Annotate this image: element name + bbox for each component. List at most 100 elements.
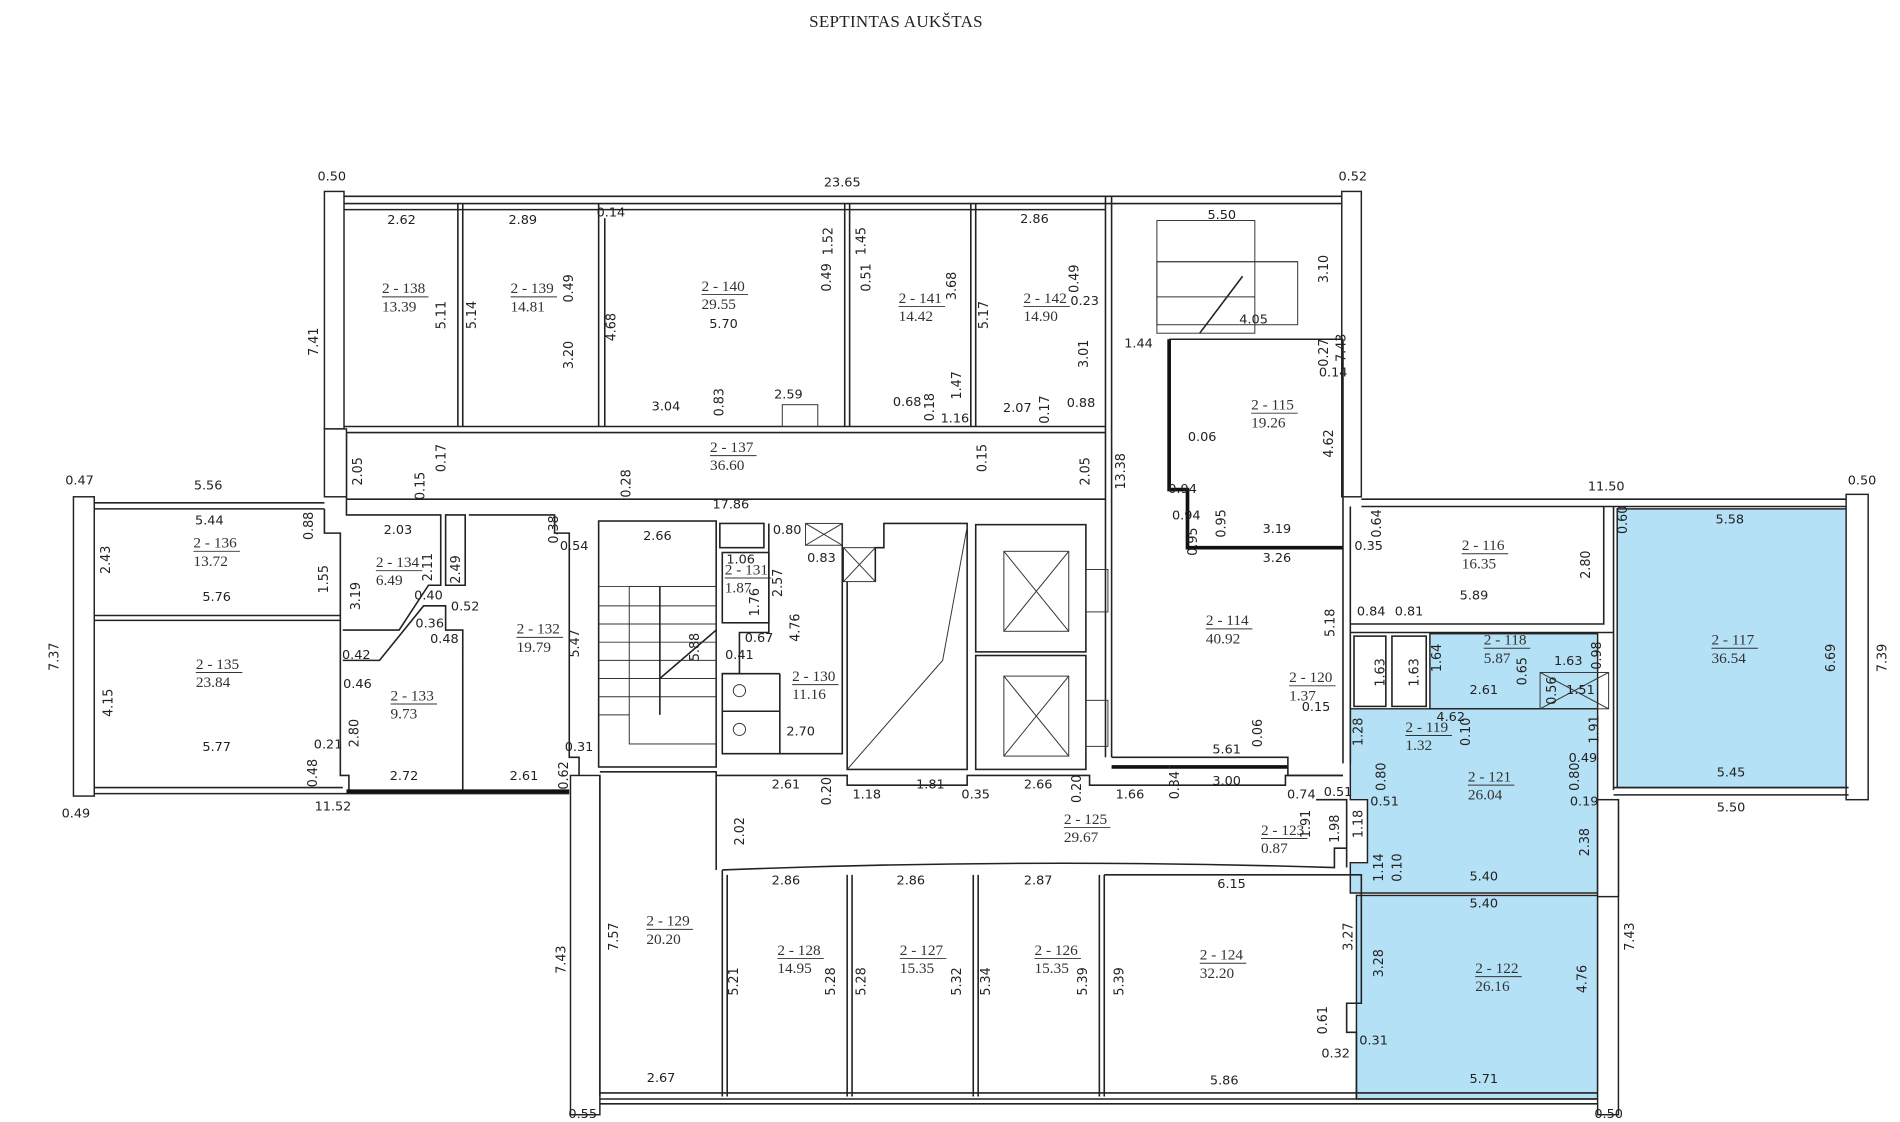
dimension-label: 0.48 <box>430 632 459 647</box>
dimension-label: 2.62 <box>387 213 416 228</box>
room-122-fill <box>1355 894 1599 1100</box>
dimension-label: 5.50 <box>1717 801 1746 816</box>
dimension-label: 1.63 <box>1554 654 1583 669</box>
dimension-label: 3.28 <box>1372 949 1387 977</box>
room-number: 2 - 132 <box>517 621 560 638</box>
dimension-label: 5.32 <box>950 967 965 995</box>
dimension-label: 2.70 <box>786 724 815 739</box>
room-area: 29.67 <box>1064 829 1099 846</box>
column <box>323 190 345 430</box>
dimension-label: 2.61 <box>772 778 801 793</box>
column <box>1341 190 1363 498</box>
dimension-label: 1.51 <box>1566 683 1595 698</box>
room-number: 2 - 119 <box>1405 719 1448 736</box>
room-area: 13.39 <box>382 298 416 315</box>
dimension-label: 5.40 <box>1469 870 1498 885</box>
room-number: 2 - 142 <box>1023 290 1066 307</box>
dimension-label: 0.95 <box>1214 509 1229 537</box>
dimension-label: 0.36 <box>415 617 444 632</box>
dimension-label: 4.76 <box>788 613 803 641</box>
room-number: 2 - 114 <box>1206 612 1249 629</box>
ventilation-shaft-icon <box>805 522 876 583</box>
dimension-label: 0.51 <box>1324 785 1353 800</box>
room-area: 36.54 <box>1711 650 1746 667</box>
room-area: 0.87 <box>1261 840 1288 857</box>
dimension-label: 0.51 <box>859 263 874 291</box>
dimension-label: 0.42 <box>342 648 371 663</box>
room-number: 2 - 121 <box>1468 769 1511 786</box>
dimension-label: 0.34 <box>1168 771 1183 799</box>
dimension-label: 2.86 <box>897 873 926 888</box>
dimension-label: 0.94 <box>1168 482 1197 497</box>
room-area: 23.84 <box>196 674 231 691</box>
dimension-label: 5.70 <box>709 317 738 332</box>
dimension-label: 0.46 <box>343 677 372 692</box>
dimension-label: 0.54 <box>560 539 589 554</box>
dimension-label: 2.86 <box>1020 212 1049 227</box>
dimension-label: 2.89 <box>508 213 537 228</box>
dimension-label: 11.50 <box>1588 480 1625 495</box>
dimension-label: 2.61 <box>510 769 539 784</box>
room-area: 16.35 <box>1462 555 1497 572</box>
room-number: 2 - 137 <box>710 439 754 456</box>
dimension-label: 2.86 <box>772 873 801 888</box>
dimension-label: 2.61 <box>1469 683 1498 698</box>
dimension-label: 3.26 <box>1263 551 1292 566</box>
dimension-label: 0.10 <box>1459 718 1474 746</box>
dimension-label: 0.81 <box>1395 604 1424 619</box>
dimension-label: 7.39 <box>1875 644 1890 672</box>
elevator-icon <box>974 523 1109 771</box>
room-area: 40.92 <box>1206 630 1240 647</box>
dimension-label: 3.01 <box>1077 340 1092 368</box>
room-area: 19.26 <box>1251 415 1286 432</box>
dimension-label: 1.98 <box>1328 815 1343 843</box>
room-number: 2 - 130 <box>792 668 836 685</box>
room-number: 2 - 117 <box>1711 632 1754 649</box>
room-121-fill <box>1349 708 1599 894</box>
dimension-label: 5.14 <box>465 301 480 329</box>
dimension-label: 0.88 <box>302 512 317 540</box>
dimension-label: 1.06 <box>726 552 755 567</box>
dimension-label: 0.68 <box>893 395 922 410</box>
dimension-label: 3.10 <box>1317 255 1332 283</box>
dimension-label: 1.16 <box>941 412 970 427</box>
room-area: 6.49 <box>376 572 403 589</box>
dimension-label: 1.55 <box>317 565 332 593</box>
dimension-label: 13.38 <box>1114 453 1129 489</box>
dimension-label: 0.65 <box>1515 657 1530 685</box>
dimension-label: 1.47 <box>950 371 965 399</box>
room-number: 2 - 141 <box>899 290 942 307</box>
dimension-label: 1.52 <box>821 227 836 255</box>
dimension-label: 0.49 <box>820 263 835 291</box>
dimension-label: 3.19 <box>1263 522 1292 537</box>
room-area: 14.95 <box>777 960 812 977</box>
dimension-label: 1.44 <box>1124 337 1153 352</box>
room-area: 14.81 <box>511 298 545 315</box>
room-area: 1.32 <box>1405 737 1432 754</box>
dimension-label: 2.05 <box>1078 457 1093 485</box>
dimension-label: 2.05 <box>351 457 366 485</box>
toilet-icon <box>732 684 747 698</box>
room-area: 20.20 <box>646 931 681 948</box>
room-area: 32.20 <box>1200 965 1235 982</box>
dimension-label: 0.49 <box>62 807 91 822</box>
dimension-label: 0.83 <box>712 388 727 416</box>
room-number: 2 - 129 <box>646 913 689 930</box>
dimension-label: 1.63 <box>1408 658 1423 686</box>
dimension-label: 5.34 <box>979 967 994 995</box>
dimension-label: 0.98 <box>1590 641 1605 669</box>
toilet-icon <box>732 722 747 736</box>
dimension-label: 0.20 <box>820 777 835 805</box>
